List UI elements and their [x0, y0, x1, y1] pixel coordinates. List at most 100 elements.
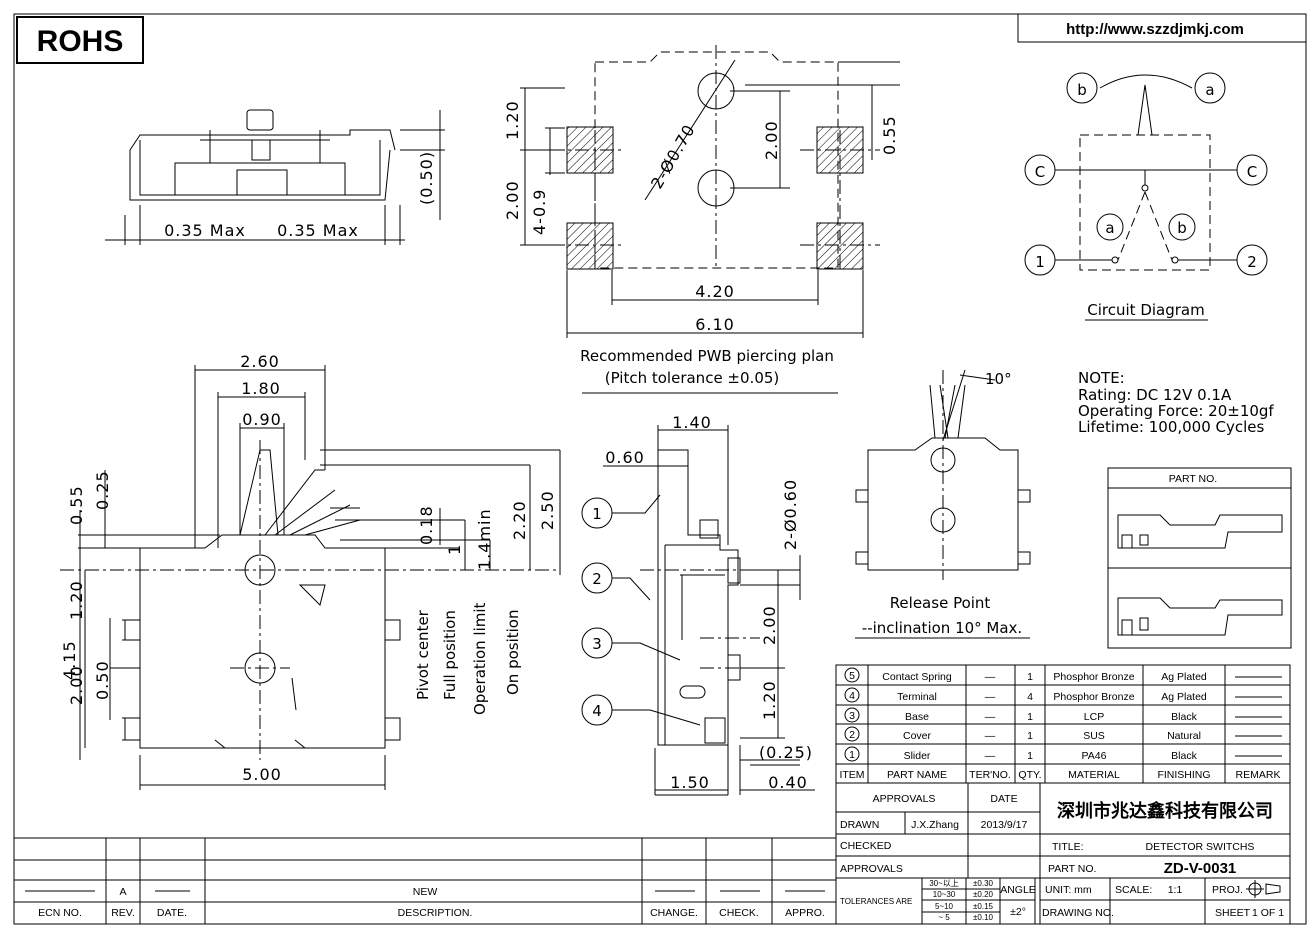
rev-header-appro: APPRO.	[785, 907, 825, 919]
label-pivot-center: Pivot center	[414, 609, 432, 700]
tb-sheet-label: SHEET	[1215, 907, 1251, 919]
bom-cell-finishing: Natural	[1167, 730, 1201, 742]
dim-pwb-pad: 4-0.9	[530, 189, 549, 235]
label-operation-limit: Operation limit	[471, 602, 489, 715]
bom-cell-item: 3	[849, 710, 855, 722]
bom-cell-name: Contact Spring	[882, 671, 952, 683]
dim-section-2-00: 2.00	[760, 605, 779, 645]
dim-pwb-6-10: 6.10	[695, 315, 735, 334]
release-point-view: 10° Release Point --inclination 10° Max.	[855, 369, 1031, 639]
dim-section-1-40: 1.40	[672, 413, 712, 432]
dim-front-0-50: 0.50	[93, 660, 112, 700]
bom-cell-item: 5	[849, 670, 855, 682]
label-on-position: On position	[504, 610, 522, 696]
tb-tol-range-1: 30~以上	[929, 879, 959, 888]
bom-cell-name: Terminal	[897, 691, 937, 703]
bom-item-circle	[844, 667, 860, 683]
tb-drawn: DRAWN	[840, 819, 879, 831]
tb-tol-range-2: 10~30	[933, 890, 956, 899]
bom-cell-item: 1	[849, 749, 855, 761]
bom-cell-finishing: Black	[1171, 711, 1197, 723]
tb-scale-label: SCALE:	[1115, 884, 1152, 896]
side-view: 0.35 Max 0.35 Max (0.50)	[105, 109, 445, 245]
dim-section-1-50: 1.50	[670, 773, 710, 792]
release-caption-1: Release Point	[890, 594, 991, 612]
dim-front-5-00: 5.00	[242, 765, 282, 784]
projection-symbol-icon	[1246, 880, 1281, 898]
bom-header-part-name: PART NAME	[887, 769, 947, 781]
tb-tol-value-3: ±0.15	[973, 902, 994, 911]
bom-cell-material: Phosphor Bronze	[1053, 691, 1134, 703]
bom-header-qty: QTY.	[1018, 769, 1041, 781]
front-view: 2.60 1.80 0.90 0.55 0.25 0.18 1 1.4min 2…	[60, 352, 561, 790]
circuit-label-a-top: a	[1205, 81, 1214, 99]
title-block: APPROVALS DATE DRAWN J.X.Zhang 2013/9/17…	[835, 782, 1291, 925]
bom-cell-name: Slider	[904, 750, 931, 762]
note-title: NOTE:	[1078, 369, 1125, 387]
bom-cell-item: 4	[849, 690, 855, 702]
bom-cell-qty: 1	[1027, 671, 1033, 683]
callout-4: 4	[592, 702, 602, 720]
bom-cell-finishing: Ag Plated	[1161, 671, 1207, 683]
bom-cell-finishing: Black	[1171, 750, 1197, 762]
tb-tol-range-3: 5~10	[935, 902, 954, 911]
tb-sheet: 1 OF 1	[1252, 907, 1284, 919]
dim-side-height: (0.50)	[417, 151, 436, 205]
revision-table: A NEW ECN NO. REV. DATE. DESCRIPTION. CH…	[14, 837, 836, 924]
pwb-caption-1: Recommended PWB piercing plan	[580, 347, 834, 365]
rev-header-check: CHECK.	[719, 907, 759, 919]
dim-front-1-80: 1.80	[241, 379, 281, 398]
dim-section-1-20: 1.20	[760, 680, 779, 720]
tb-unit: UNIT: mm	[1045, 884, 1092, 896]
tb-angle-label: ANGLE	[1000, 884, 1036, 896]
circuit-label-b-top: b	[1077, 81, 1087, 99]
bom-cell-material: Phosphor Bronze	[1053, 671, 1134, 683]
label-full-position: Full position	[441, 610, 459, 700]
part-no-title: PART NO.	[1169, 473, 1217, 485]
dim-front-1: 1	[445, 544, 464, 555]
bom-cell-qty: 1	[1027, 750, 1033, 762]
dim-section-0-40: 0.40	[768, 773, 808, 792]
bom-item-circle	[844, 687, 860, 703]
bom-cell-ter: —	[985, 750, 996, 762]
dim-section-0-25: (0.25)	[759, 743, 813, 762]
circuit-caption: Circuit Diagram	[1087, 301, 1204, 319]
callout-2: 2	[592, 570, 602, 588]
circuit-label-1: 1	[1035, 253, 1045, 271]
bom-header-ter-no: TER'NO.	[969, 769, 1011, 781]
bom-header-material: MATERIAL	[1068, 769, 1120, 781]
dim-pwb-4-20: 4.20	[695, 282, 735, 301]
bom-cell-name: Base	[905, 711, 929, 723]
bom-cell-ter: —	[985, 671, 996, 683]
bom-cell-finishing: Ag Plated	[1161, 691, 1207, 703]
dim-pwb-1-20: 1.20	[503, 100, 522, 140]
bom-cell-qty: 1	[1027, 711, 1033, 723]
bom-header-remark: REMARK	[1236, 769, 1281, 781]
rohs-mark: ROHS	[37, 25, 124, 58]
dim-pwb-holes: 2-Ø0.70	[647, 121, 699, 192]
dim-front-0-55: 0.55	[67, 485, 86, 525]
tb-proj: PROJ.	[1212, 884, 1243, 896]
rev-value: A	[119, 886, 126, 898]
tb-tol-value-4: ±0.10	[973, 913, 994, 922]
bom-header-item: ITEM	[839, 769, 864, 781]
dim-pwb-0-55: 0.55	[880, 115, 899, 155]
bom-cell-ter: —	[985, 691, 996, 703]
callout-1: 1	[592, 505, 602, 523]
url-box	[1017, 13, 1307, 43]
circuit-label-b: b	[1177, 219, 1187, 237]
dim-front-0-25: 0.25	[93, 470, 112, 510]
tb-company: 深圳市兆达鑫科技有限公司	[1057, 800, 1273, 822]
dim-front-1-20: 1.20	[67, 580, 86, 620]
release-caption-2: --inclination 10° Max.	[862, 619, 1022, 637]
tb-drawing-no: DRAWING NO.	[1042, 907, 1114, 919]
tb-title-label: TITLE:	[1052, 841, 1084, 853]
callout-3: 3	[592, 635, 602, 653]
bom-cell-qty: 1	[1027, 730, 1033, 742]
rev-header-description: DESCRIPTION.	[398, 907, 473, 919]
dim-section-holes: 2-Ø0.60	[781, 479, 800, 550]
bom-cell-qty: 4	[1027, 691, 1033, 703]
circuit-diagram: b a C C a b 1 2 Circuit Diagram	[1024, 72, 1268, 321]
dim-section-0-60: 0.60	[605, 448, 645, 467]
